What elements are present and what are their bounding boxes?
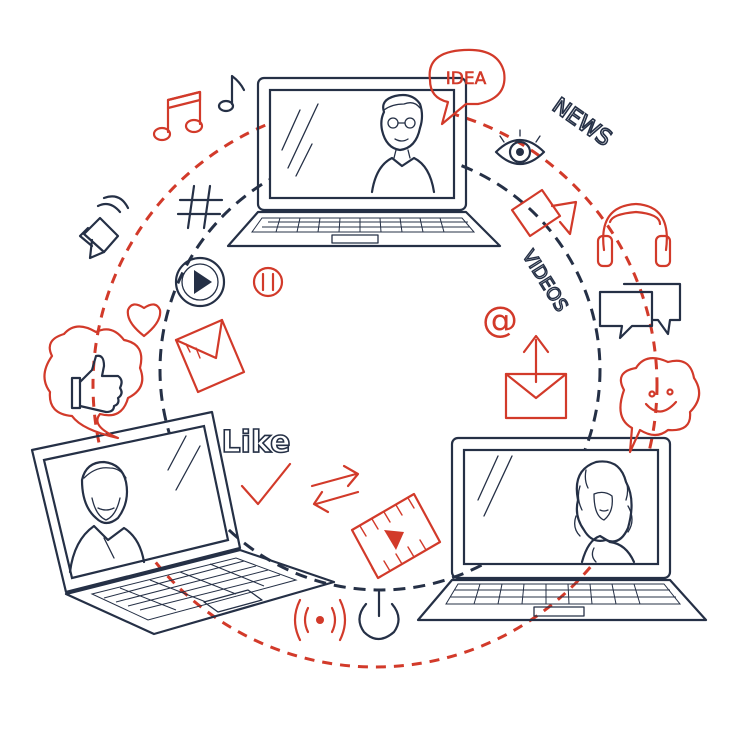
eye-icon	[494, 129, 546, 166]
at-label: @	[482, 300, 518, 341]
inner-navy-dashed-circle	[158, 148, 602, 592]
left-laptop-lid	[30, 410, 242, 594]
megaphone-icon	[78, 195, 130, 260]
music-note-icon	[152, 90, 204, 142]
at-sign-icon: @	[482, 300, 518, 341]
heart-icon	[126, 303, 162, 338]
top-laptop-base	[226, 210, 502, 248]
idea-bubble-icon: IDEA	[428, 48, 506, 126]
bearded-man-avatar	[68, 460, 146, 574]
top-laptop-lid	[256, 76, 468, 212]
wifi-signal-icon	[293, 598, 347, 642]
outer-red-dashed-circle	[91, 101, 659, 669]
right-laptop-base	[416, 578, 708, 622]
pause-button-icon	[252, 266, 284, 298]
videos-text: VIDEOS	[517, 246, 572, 317]
power-icon	[358, 590, 400, 641]
left-laptop	[30, 410, 336, 636]
right-laptop-lid	[450, 436, 672, 580]
envelope-icon	[174, 318, 246, 394]
top-laptop	[226, 76, 502, 248]
like-text: Like	[221, 424, 292, 461]
film-strip-icon	[350, 492, 442, 580]
smiley-bubble-icon	[619, 357, 701, 454]
exchange-arrows-icon	[310, 464, 360, 514]
mail-upload-icon	[504, 334, 568, 420]
like-label: Like	[222, 425, 291, 460]
play-button-icon	[174, 256, 226, 308]
music-eighth-note-icon	[217, 74, 246, 113]
chat-bubbles-icon	[598, 282, 682, 340]
thumbs-up-icon	[43, 325, 144, 440]
videos-label: VIDEOS	[518, 246, 572, 315]
checkmark-icon	[240, 462, 292, 506]
curly-haired-woman-avatar	[574, 460, 636, 564]
idea-label: IDEA	[446, 69, 487, 89]
right-laptop	[416, 436, 708, 622]
top-laptop-screen	[268, 88, 456, 200]
left-laptop-base	[64, 548, 336, 636]
news-text: NEWS	[547, 93, 617, 153]
left-laptop-screen	[42, 424, 230, 580]
headphones-icon	[596, 202, 672, 268]
glasses-man-avatar	[370, 93, 436, 194]
news-label: NEWS	[547, 93, 615, 151]
right-laptop-screen	[462, 448, 660, 566]
hashtag-icon	[176, 184, 224, 230]
video-camera-icon	[510, 188, 578, 238]
